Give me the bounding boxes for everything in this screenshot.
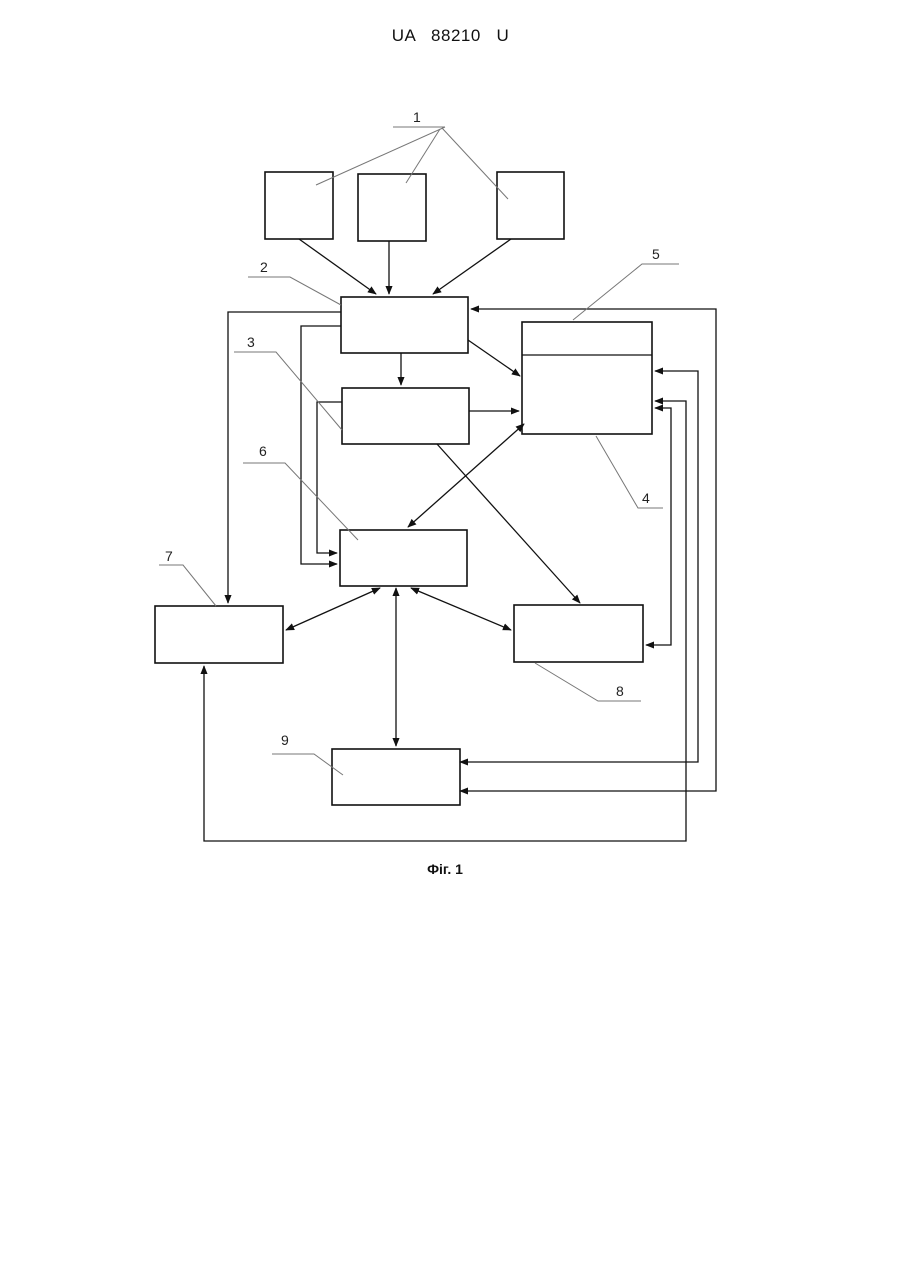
leader-8	[535, 663, 641, 701]
block-9	[332, 749, 460, 805]
block-2	[341, 297, 468, 353]
block-7	[155, 606, 283, 663]
label-2: 2	[260, 259, 268, 275]
arrow-6-7	[286, 588, 380, 630]
label-1: 1	[413, 109, 421, 125]
leader-2	[248, 277, 341, 305]
block-4-5	[522, 322, 652, 434]
label-7: 7	[165, 548, 173, 564]
leader-4	[596, 436, 663, 508]
label-3: 3	[247, 334, 255, 350]
arrow-2-to-4	[468, 340, 520, 376]
leader-5	[573, 264, 679, 320]
arrow-2-to-6	[301, 326, 341, 564]
label-5: 5	[652, 246, 660, 262]
arrow-3-to-6	[317, 402, 342, 553]
arrow-6-8	[411, 588, 511, 630]
leader-7	[159, 565, 216, 606]
block-3	[342, 388, 469, 444]
block-6	[340, 530, 467, 586]
block-8	[514, 605, 643, 662]
sensor-block-middle	[358, 174, 426, 241]
sensor-block-right	[497, 172, 564, 239]
label-9: 9	[281, 732, 289, 748]
label-6: 6	[259, 443, 267, 459]
arrow-sensor-left-to-2	[299, 239, 376, 294]
arrow-2-to-7	[228, 312, 341, 603]
loop-4-8	[646, 408, 671, 645]
arrow-sensor-right-to-2	[433, 239, 511, 294]
leader-1-c	[442, 128, 508, 199]
leader-3	[234, 352, 342, 430]
label-4: 4	[642, 490, 650, 506]
figure-caption: Фіг. 1	[427, 861, 463, 877]
label-8: 8	[616, 683, 624, 699]
